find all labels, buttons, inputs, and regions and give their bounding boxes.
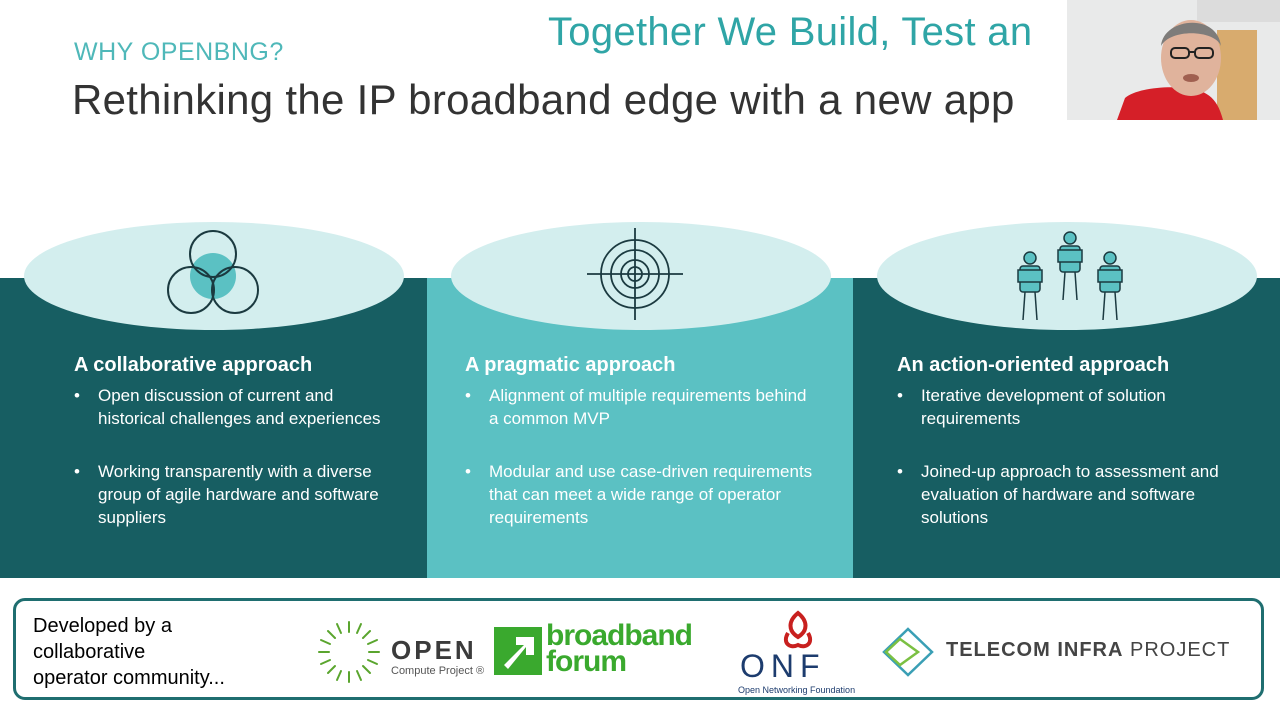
pragmatic-bullets: Alignment of multiple requirements behin… (465, 384, 815, 529)
footer-line: collaborative (33, 641, 146, 663)
tip-wordmark: TELECOM INFRA PROJECT (946, 639, 1230, 662)
ocp-burst-icon (318, 621, 380, 683)
bullet-item: Alignment of multiple requirements behin… (465, 384, 815, 430)
partners-footer: Developed by a collaborative operator co… (13, 598, 1264, 700)
bbf-word-1: broadband (546, 619, 693, 652)
footer-line: operator community... (33, 667, 225, 689)
open-compute-logo: OPEN Compute Project ® (316, 615, 486, 687)
bbf-word-2: forum (546, 645, 627, 678)
onf-subtitle: Open Networking Foundation (738, 685, 856, 695)
slide-heading: Rethinking the IP broadband edge with a … (72, 76, 1015, 123)
ocp-subtitle: Compute Project ® (391, 665, 485, 677)
bullet-item: Joined-up approach to assessment and eva… (897, 460, 1247, 529)
workers-icon (1017, 231, 1123, 321)
bullet-item: Open discussion of current and historica… (74, 384, 394, 430)
section-eyebrow: WHY OPENBNG? (74, 38, 284, 66)
webcam-video-feed[interactable] (1067, 0, 1280, 120)
collaborative-bullets: Open discussion of current and historica… (74, 384, 394, 529)
action-bullets: Iterative development of solution requir… (897, 384, 1247, 529)
footer-line: Developed by a (33, 615, 172, 637)
target-icon (587, 228, 683, 320)
presenter-video-image (1067, 0, 1280, 120)
bbf-arrow-icon (494, 627, 542, 675)
action-title: An action-oriented approach (897, 354, 1170, 376)
slide-banner-title: Together We Build, Test an (548, 10, 1033, 54)
tip-diamond-icon (882, 627, 934, 677)
broadband-forum-logo: broadband forum (494, 619, 724, 685)
bullet-item: Modular and use case-driven requirements… (465, 460, 815, 529)
ocp-wordmark: OPEN (391, 635, 477, 665)
venn-icon (167, 230, 259, 314)
collaborative-title: A collaborative approach (74, 354, 313, 376)
tip-bold-text: TELECOM INFRA (946, 639, 1124, 661)
footer-text: Developed by a collaborative operator co… (33, 613, 225, 691)
telecom-infra-logo: TELECOM INFRA PROJECT (878, 627, 1229, 677)
bullet-item: Iterative development of solution requir… (897, 384, 1247, 430)
bullet-item: Working transparently with a diverse gro… (74, 460, 394, 529)
svg-text:ONF: ONF (740, 648, 826, 684)
pragmatic-title: A pragmatic approach (465, 354, 676, 376)
onf-logo: ONF Open Networking Foundation (736, 609, 861, 695)
tip-rest-text: PROJECT (1123, 639, 1231, 661)
onf-mark-icon: ONF (740, 610, 826, 684)
